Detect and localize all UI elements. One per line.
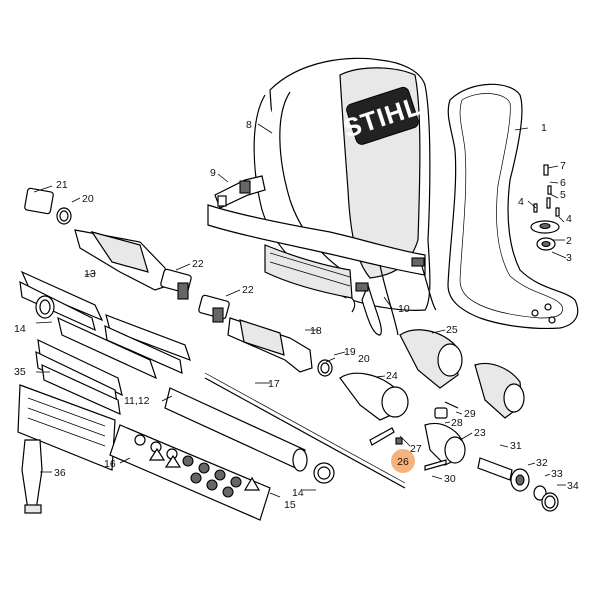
- callout-4-left: 4: [518, 196, 524, 208]
- callout-32: 32: [536, 457, 548, 469]
- callout-30: 30: [444, 473, 456, 485]
- callout-34: 34: [567, 480, 579, 492]
- buckle: [214, 175, 266, 209]
- callout-27: 27: [410, 443, 422, 455]
- callout-36: 36: [54, 467, 66, 479]
- callout-7: 7: [560, 160, 566, 172]
- callout-19: 19: [344, 346, 356, 358]
- leader-lines: [33, 123, 567, 498]
- foam-grips: [35, 316, 158, 415]
- callout-9: 9: [210, 167, 216, 179]
- label-sheets: [17, 384, 271, 521]
- warning-symbols: [134, 434, 261, 498]
- tube-assembly-center: [198, 294, 333, 377]
- tube-assembly-upper-left: [24, 187, 192, 300]
- backpack-harness: STIHL: [207, 57, 437, 336]
- callout-31: 31: [510, 440, 522, 452]
- caps: [35, 295, 335, 484]
- callout-21: 21: [56, 179, 68, 191]
- drive-tube: [164, 387, 308, 472]
- callout-4-right: 4: [566, 213, 572, 225]
- callout-28: 28: [451, 417, 463, 429]
- callout-5: 5: [560, 189, 566, 201]
- callout-25: 25: [446, 324, 458, 336]
- callout-10: 10: [398, 303, 410, 315]
- callout-13: 13: [84, 268, 96, 280]
- callout-3: 3: [566, 252, 572, 264]
- callout-23: 23: [474, 427, 486, 439]
- screws: [369, 401, 459, 471]
- callout-highlight-marker: [391, 449, 415, 473]
- callout-18: 18: [310, 325, 322, 337]
- callout-20-top: 20: [82, 193, 94, 205]
- couplings: [339, 329, 559, 512]
- callout-22-center: 22: [242, 284, 254, 296]
- callout-14-left: 14: [14, 323, 26, 335]
- handle-shells: [19, 270, 191, 374]
- callout-35: 35: [14, 366, 26, 378]
- callout-26: 26: [397, 456, 409, 468]
- callout-22-top: 22: [192, 258, 204, 270]
- callout-20-center: 20: [358, 353, 370, 365]
- callout-11-12: 11,12: [124, 395, 150, 407]
- backpack-frame: [447, 83, 579, 329]
- drive-shaft: [204, 372, 406, 489]
- callout-1: 1: [541, 122, 547, 134]
- callout-29: 29: [464, 408, 476, 420]
- callout-8: 8: [246, 119, 252, 131]
- callout-33: 33: [551, 468, 563, 480]
- callout-16: 16: [104, 458, 116, 470]
- callout-6: 6: [560, 177, 566, 189]
- callout-15: 15: [284, 499, 296, 511]
- mount-hardware: [530, 164, 560, 251]
- callout-24: 24: [386, 370, 398, 382]
- callout-2: 2: [566, 235, 572, 247]
- callout-17: 17: [268, 378, 280, 390]
- callout-14-bottom: 14: [292, 487, 304, 499]
- callout-labels: 1 2 3 4 4 5 6 7 8 9 10 13 14 14 15 16 17…: [14, 119, 579, 511]
